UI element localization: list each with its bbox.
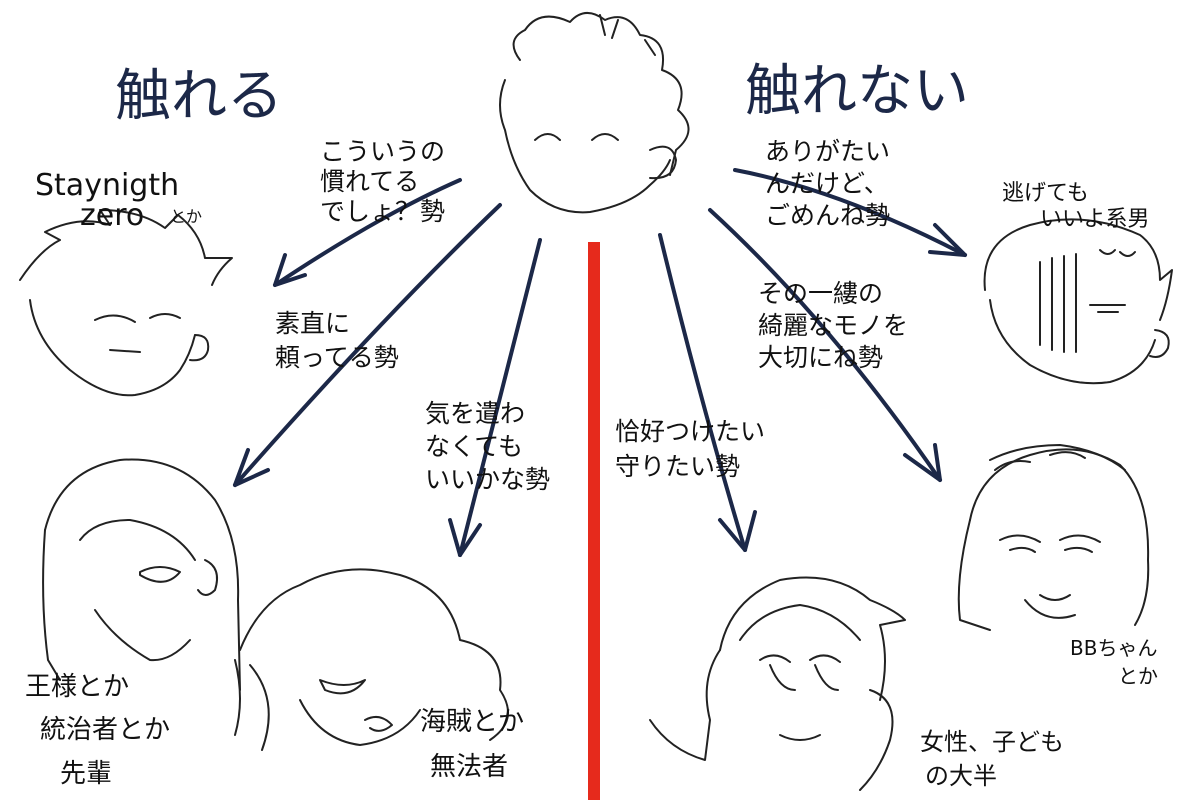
svg-text:海賊とか: 海賊とか xyxy=(420,707,524,737)
svg-text:ありがたい: ありがたい xyxy=(765,137,890,166)
svg-text:素直に: 素直に xyxy=(275,309,350,338)
svg-text:無法者: 無法者 xyxy=(430,752,508,782)
svg-text:zero: zero xyxy=(80,198,144,233)
svg-text:とか: とか xyxy=(170,207,202,226)
svg-text:綺麗なモノを: 綺麗なモノを xyxy=(758,311,908,340)
left-branch-label-1: こういうの 慣れてる でしょ？勢 xyxy=(320,137,445,226)
note-bottom-mid-left: 海賊とか 無法者 xyxy=(420,707,524,782)
girl-with-ponytail-face-icon xyxy=(650,578,905,791)
svg-text:こういうの: こういうの xyxy=(320,137,445,166)
svg-text:その一縷の: その一縷の xyxy=(758,279,883,308)
note-top-left: Staynigth zero とか xyxy=(35,168,202,233)
svg-text:慣れてる: 慣れてる xyxy=(320,167,419,196)
svg-text:女性、子ども: 女性、子ども xyxy=(920,728,1064,756)
svg-text:大切にね勢: 大切にね勢 xyxy=(758,343,883,372)
svg-text:守りたい勢: 守りたい勢 xyxy=(615,452,740,481)
svg-text:頼ってる勢: 頼ってる勢 xyxy=(275,343,399,372)
bb-girl-face-icon xyxy=(959,445,1148,630)
svg-text:でしょ？勢: でしょ？勢 xyxy=(320,197,445,226)
arrow-to-bottom-mid-right xyxy=(660,235,745,550)
smiling-boy-face-icon xyxy=(500,13,689,212)
svg-text:とか: とか xyxy=(1118,664,1158,688)
grumpy-man-face-icon xyxy=(20,210,232,395)
svg-text:BBちゃん: BBちゃん xyxy=(1070,636,1157,660)
right-branch-label-2: その一縷の 綺麗なモノを 大切にね勢 xyxy=(758,279,908,372)
svg-text:気を遣わ: 気を遣わ xyxy=(425,399,525,428)
svg-text:恰好つけたい: 恰好つけたい xyxy=(615,417,765,446)
right-branch-label-3: 恰好つけたい 守りたい勢 xyxy=(615,417,765,481)
left-branch-label-3: 気を遣わ なくても いいかな勢 xyxy=(425,399,550,494)
note-bottom-left: 王様とか 統治者とか 先輩 xyxy=(25,672,170,789)
svg-text:逃げても: 逃げても xyxy=(1002,181,1089,206)
right-title: 触れない xyxy=(745,59,969,124)
svg-text:先輩: 先輩 xyxy=(60,759,112,789)
note-bottom-right: BBちゃん とか xyxy=(1070,636,1158,688)
note-bottom-mid-right: 女性、子ども の大半 xyxy=(920,728,1064,790)
svg-text:いいかな勢: いいかな勢 xyxy=(425,465,550,494)
left-branch-label-2: 素直に 頼ってる勢 xyxy=(275,309,399,372)
long-haired-man-face-icon xyxy=(43,460,240,691)
note-top-right: 逃げても いいよ系男 xyxy=(1002,181,1150,232)
svg-text:統治者とか: 統治者とか xyxy=(40,715,170,745)
svg-text:ごめんね勢: ごめんね勢 xyxy=(765,201,890,230)
svg-text:いいよ系男: いいよ系男 xyxy=(1040,207,1150,232)
right-branch-label-1: ありがたい んだけど、 ごめんね勢 xyxy=(765,137,890,230)
arrow-to-bottom-mid-left xyxy=(460,240,540,555)
svg-text:なくても: なくても xyxy=(425,432,523,461)
svg-text:んだけど、: んだけど、 xyxy=(765,169,889,198)
svg-text:王様とか: 王様とか xyxy=(25,672,129,702)
gloomy-man-face-icon xyxy=(985,219,1172,383)
svg-text:の大半: の大半 xyxy=(925,762,997,790)
left-title: 触れる xyxy=(115,64,283,129)
